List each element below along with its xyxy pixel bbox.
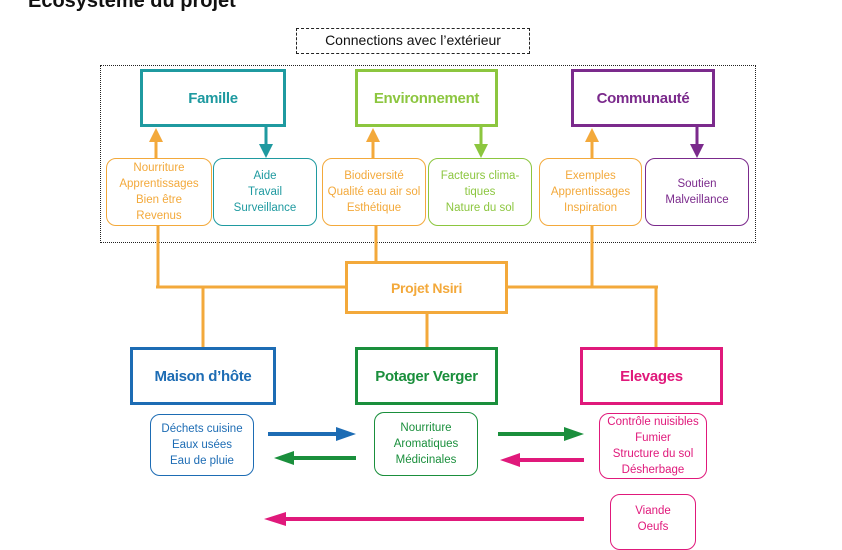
communaute-box: Communauté: [571, 69, 715, 127]
famille-gives-box: Nourriture Apprentissages Bien être Reve…: [106, 158, 212, 226]
elevages-box: Elevages: [580, 347, 723, 405]
environnement-gives-item: Biodiversité: [344, 170, 404, 182]
environnement-receives-box: Facteurs clima- tiques Nature du sol: [428, 158, 532, 226]
project-box: Projet Nsiri: [345, 261, 508, 314]
elevages-item: Structure du sol: [612, 448, 694, 460]
exterior-connections-label: Connections avec l’extérieur: [296, 28, 530, 54]
environnement-gives-box: Biodiversité Qualité eau air sol Esthéti…: [322, 158, 426, 226]
elevages-item: Contrôle nuisibles: [607, 416, 699, 428]
environnement-gives-item: Qualité eau air sol: [327, 186, 421, 198]
famille-gives-item: Revenus: [136, 210, 182, 222]
famille-receives-item: Surveillance: [233, 202, 297, 214]
environnement-box: Environnement: [355, 69, 498, 127]
environnement-receives-item: tiques: [464, 186, 496, 198]
up-arrows: [149, 128, 599, 158]
environnement-gives-item: Esthétique: [346, 202, 402, 214]
elevages-item: Fumier: [635, 432, 671, 444]
flow-arrows: [264, 427, 584, 526]
exterior-zone-frame: [100, 65, 756, 243]
famille-receives-box: Aide Travail Surveillance: [213, 158, 317, 226]
potager-item: Médicinales: [395, 454, 457, 466]
environnement-title: Environnement: [373, 89, 480, 107]
communaute-receives-item: Malveillance: [665, 194, 729, 206]
elevages-products-box: Viande Oeufs: [610, 494, 696, 550]
page-title: Ecosystème du projet: [28, 0, 236, 12]
famille-gives-item: Apprentissages: [119, 178, 199, 190]
potager-item: Nourriture: [400, 422, 452, 434]
potager-items-box: Nourriture Aromatiques Médicinales: [374, 412, 478, 476]
communaute-gives-box: Exemples Apprentissages Inspiration: [539, 158, 642, 226]
elevages-title: Elevages: [620, 367, 683, 385]
maison-title: Maison d’hôte: [154, 367, 252, 385]
communaute-gives-item: Exemples: [565, 170, 616, 182]
famille-gives-item: Bien être: [135, 194, 183, 206]
orange-tree-lines: [156, 226, 658, 347]
maison-box: Maison d’hôte: [130, 347, 276, 405]
elevages-item: Désherbage: [621, 464, 685, 476]
maison-items-box: Déchets cuisine Eaux usées Eau de pluie: [150, 414, 254, 476]
elevages-items-box: Contrôle nuisibles Fumier Structure du s…: [599, 413, 707, 479]
maison-item: Eau de pluie: [170, 455, 234, 467]
communaute-receives-box: Soutien Malveillance: [645, 158, 749, 226]
project-title: Projet Nsiri: [390, 279, 463, 296]
potager-box: Potager Verger: [355, 347, 498, 405]
communaute-gives-item: Inspiration: [563, 202, 618, 214]
communaute-gives-item: Apprentissages: [550, 186, 631, 198]
maison-item: Déchets cuisine: [161, 423, 243, 435]
maison-item: Eaux usées: [171, 439, 233, 451]
environnement-receives-item: Nature du sol: [445, 202, 515, 214]
famille-gives-item: Nourriture: [133, 162, 185, 174]
environnement-receives-item: Facteurs clima-: [440, 170, 520, 182]
communaute-receives-item: Soutien: [677, 178, 717, 190]
potager-title: Potager Verger: [375, 367, 478, 385]
famille-title: Famille: [188, 89, 238, 107]
connector-lines: [149, 127, 704, 526]
down-arrows: [259, 127, 704, 158]
elevages-product: Viande: [635, 505, 671, 517]
famille-receives-item: Aide: [253, 170, 277, 182]
potager-item: Aromatiques: [393, 438, 459, 450]
famille-receives-item: Travail: [247, 186, 283, 198]
elevages-product: Oeufs: [637, 521, 669, 533]
famille-box: Famille: [140, 69, 286, 127]
communaute-title: Communauté: [596, 89, 690, 107]
